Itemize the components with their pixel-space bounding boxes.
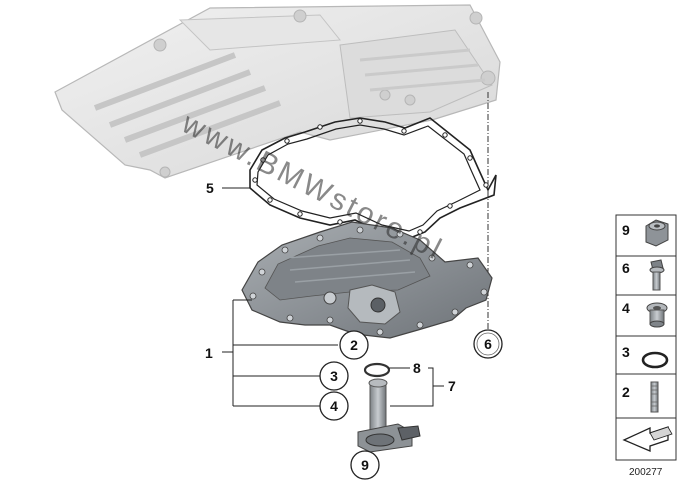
- callout-9-label: 9: [361, 457, 369, 473]
- legend-item-4-label: 4: [622, 300, 630, 316]
- gasket: [249, 117, 497, 239]
- oil-level-sensor: [357, 378, 421, 453]
- callout-2-label: 2: [350, 337, 358, 353]
- callout-6-label: 6: [484, 336, 492, 352]
- legend-item-9: 9: [622, 219, 669, 247]
- legend-panel: 9 6 4 3: [615, 214, 677, 461]
- legend-item-6: 6: [622, 259, 665, 291]
- callout-5: 5: [206, 180, 214, 196]
- callout-3: 3: [319, 361, 349, 391]
- callout-9: 9: [350, 450, 380, 480]
- callout-4: 4: [319, 391, 349, 421]
- callout-4-label: 4: [330, 398, 338, 414]
- leader-lines: [222, 187, 444, 458]
- legend-item-6-label: 6: [622, 260, 630, 276]
- legend-item-3-label: 3: [622, 344, 630, 360]
- legend-item-3: 3: [622, 344, 669, 369]
- callout-8-label: 8: [413, 360, 421, 376]
- legend-item-2: 2: [622, 381, 659, 413]
- drain-plug-icon: [646, 302, 668, 328]
- arrow-icon: [622, 426, 673, 452]
- lower-oil-pan: [241, 221, 493, 339]
- flange-nut-icon: [645, 219, 669, 247]
- callout-1-label: 1: [205, 345, 213, 361]
- legend-item-arrow: [622, 426, 673, 452]
- callout-5-label: 5: [206, 180, 214, 196]
- o-ring: [363, 362, 391, 378]
- o-ring-icon: [641, 351, 669, 369]
- callout-3-label: 3: [330, 368, 338, 384]
- drawing-number: 200277: [629, 467, 663, 478]
- callout-2: 2: [339, 330, 369, 360]
- callout-7: 7: [448, 378, 456, 394]
- legend-item-9-label: 9: [622, 222, 630, 238]
- callout-7-label: 7: [448, 378, 456, 394]
- legend-item-4: 4: [622, 300, 668, 328]
- flange-bolt-icon: [649, 259, 665, 291]
- callout-6: 6: [473, 329, 503, 359]
- callout-1: 1: [205, 345, 213, 361]
- stud-bolt-icon: [650, 381, 659, 413]
- legend-item-2-label: 2: [622, 384, 630, 400]
- upper-oil-pan: [54, 4, 501, 179]
- callout-8: 8: [413, 360, 421, 376]
